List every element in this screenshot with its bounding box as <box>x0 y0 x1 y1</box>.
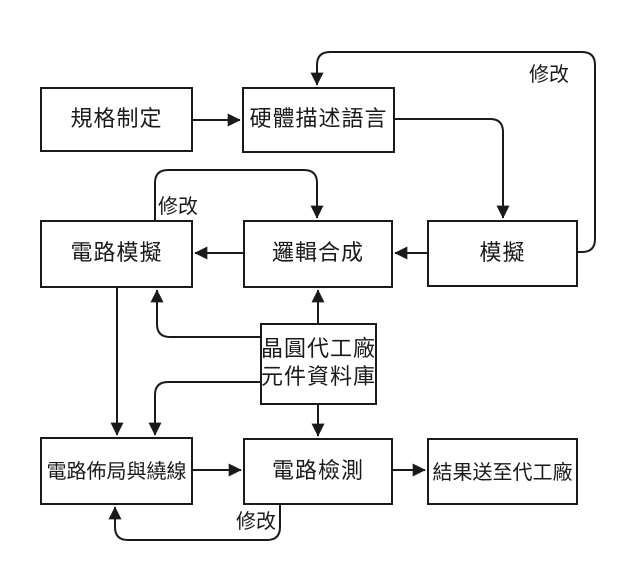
edge-hdl-to-sim <box>395 118 510 219</box>
node-result-to-foundry-label: 結果送至代工廠 <box>432 459 573 484</box>
edge-foundry-db-to-circuit-sim <box>150 289 260 338</box>
node-simulation: 模擬 <box>427 220 578 287</box>
node-circuit-check-label: 電路檢測 <box>271 458 364 484</box>
node-hdl-label: 硬體描述語言 <box>249 107 388 132</box>
node-logic-synthesis-label: 邏輯合成 <box>271 241 364 266</box>
edge-foundry-db-to-layout <box>148 381 260 436</box>
node-specification-label: 規格制定 <box>70 106 163 132</box>
node-result-to-foundry: 結果送至代工廠 <box>427 438 578 505</box>
edge-label-modify-mid: 修改 <box>158 194 198 218</box>
node-hdl: 硬體描述語言 <box>242 87 395 153</box>
node-layout-routing: 電路佈局與繞線 <box>40 437 193 505</box>
node-foundry-database-label-line2: 元件資料庫 <box>261 365 377 390</box>
edge-circuit-sim-to-logic-synth-modify-loop <box>154 169 324 220</box>
edge-label-modify-top: 修改 <box>529 62 569 86</box>
edge-sim-to-hdl-modify-loop <box>310 51 596 253</box>
node-logic-synthesis: 邏輯合成 <box>243 220 393 288</box>
node-circuit-check: 電路檢測 <box>243 438 393 505</box>
edge-label-modify-bottom: 修改 <box>236 509 276 533</box>
node-simulation-label: 模擬 <box>479 240 526 266</box>
node-layout-routing-label: 電路佈局與繞線 <box>46 459 187 483</box>
node-specification: 規格制定 <box>40 87 193 152</box>
node-circuit-simulation-label: 電路模擬 <box>70 241 163 266</box>
node-foundry-database-label-line1: 晶圓代工廠 <box>261 337 377 362</box>
node-circuit-simulation: 電路模擬 <box>40 220 193 288</box>
edge-check-to-layout-modify-loop <box>108 505 281 541</box>
node-foundry-database: 晶圓代工廠 元件資料庫 <box>260 323 377 405</box>
